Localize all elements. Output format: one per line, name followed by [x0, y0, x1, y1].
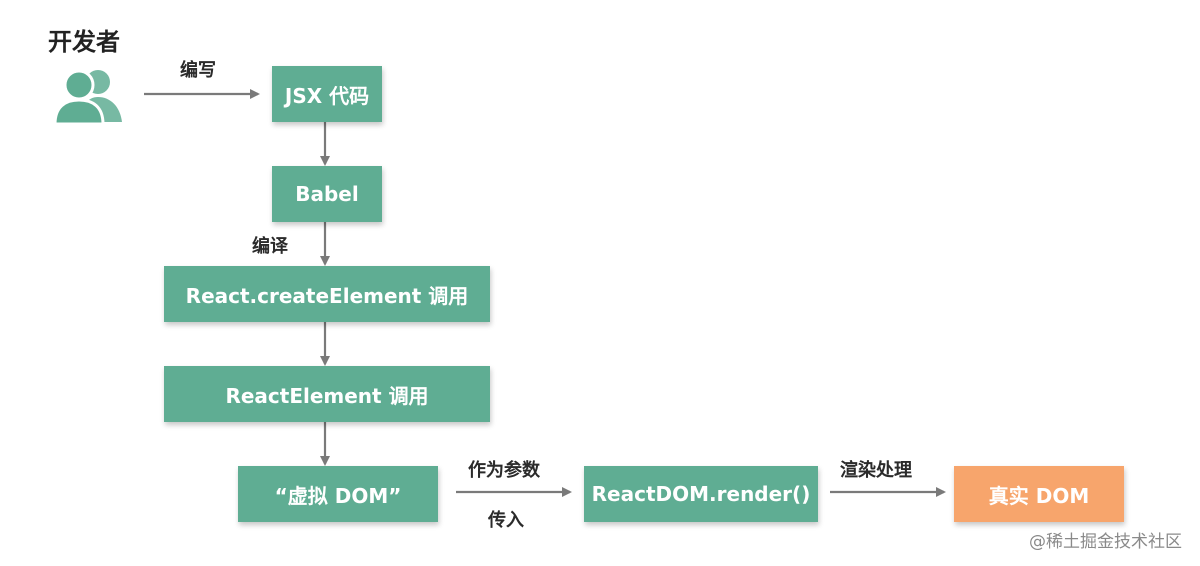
edge-label-write: 编写	[180, 60, 216, 81]
babel-node: Babel	[272, 166, 382, 222]
react-element-node: ReactElement 调用	[164, 366, 490, 422]
developer-label: 开发者	[48, 28, 120, 56]
virtual-dom-node: “虚拟 DOM”	[238, 466, 438, 522]
render-node: ReactDOM.render()	[584, 466, 818, 522]
edge-label-pass-in: 传入	[488, 510, 524, 531]
users-icon	[53, 69, 122, 126]
create-element-node: React.createElement 调用	[164, 266, 490, 322]
edge-label-as-param: 作为参数	[468, 460, 540, 481]
jsx-code-node: JSX 代码	[272, 66, 382, 122]
real-dom-node: 真实 DOM	[954, 466, 1124, 522]
watermark: @稀土掘金技术社区	[1029, 532, 1182, 552]
edge-label-compile: 编译	[252, 236, 288, 257]
edge-label-render-process: 渲染处理	[840, 460, 912, 481]
